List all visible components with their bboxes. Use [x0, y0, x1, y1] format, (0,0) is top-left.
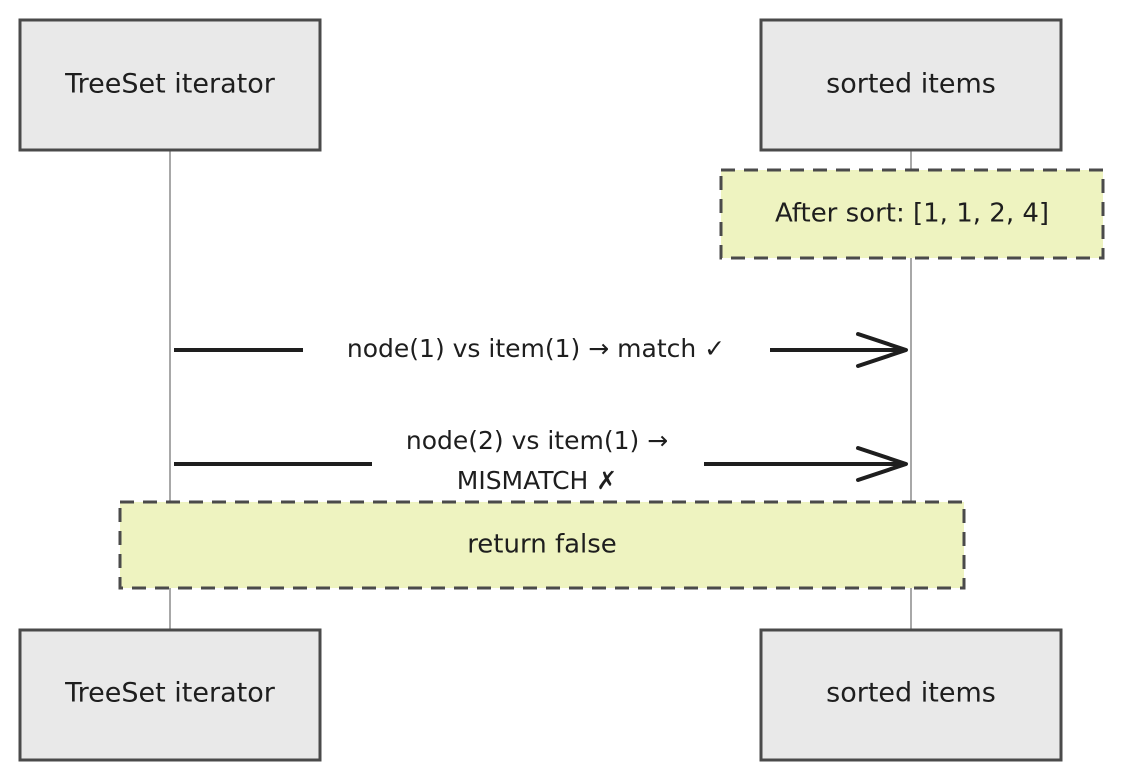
message-2-arrowhead — [856, 446, 908, 482]
note-return-false: return false — [118, 500, 966, 590]
message-2-label-line-1: node(2) vs item(1) → — [406, 426, 668, 455]
actor-items-bottom: sorted items — [759, 628, 1063, 762]
note-after-sort: After sort: [1, 1, 2, 4] — [719, 168, 1105, 260]
message-2: node(2) vs item(1) → MISMATCH ✗ — [174, 426, 908, 495]
actor-iterator-bottom: TreeSet iterator — [18, 628, 322, 762]
actor-items-top-label: sorted items — [826, 69, 996, 100]
message-2-label-line-2: MISMATCH ✗ — [457, 466, 618, 495]
actor-iterator-top-label: TreeSet iterator — [64, 69, 276, 100]
note-after-sort-label: After sort: [1, 1, 2, 4] — [775, 199, 1049, 229]
note-return-false-label: return false — [467, 530, 617, 560]
actor-items-bottom-label: sorted items — [826, 678, 996, 709]
message-1: node(1) vs item(1) → match ✓ — [174, 332, 908, 368]
actor-iterator-bottom-label: TreeSet iterator — [64, 678, 276, 709]
message-1-arrowhead — [856, 332, 908, 368]
actor-iterator-top: TreeSet iterator — [18, 18, 322, 152]
message-1-label: node(1) vs item(1) → match ✓ — [347, 334, 725, 363]
actor-items-top: sorted items — [759, 18, 1063, 152]
